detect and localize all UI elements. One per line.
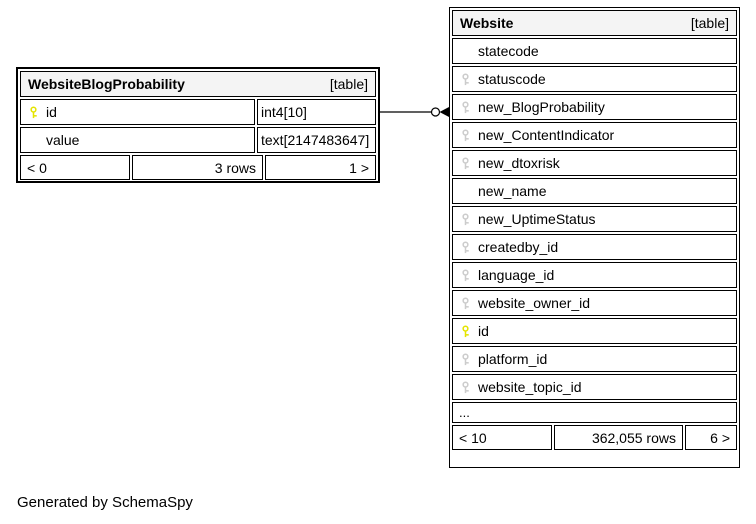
column-name-cell: website_topic_id	[452, 374, 737, 400]
footer-parents-count: 6 >	[685, 425, 737, 450]
footer-row-count: 362,055 rows	[554, 425, 683, 450]
column-name: language_id	[478, 267, 555, 283]
column-name: id	[478, 323, 489, 339]
column-row: platform_id	[452, 346, 737, 372]
column-name: new_name	[478, 183, 547, 199]
column-row: website_topic_id	[452, 374, 737, 400]
crow-foot-arrow-marker	[439, 107, 449, 117]
table-type-badge: [table]	[329, 76, 368, 92]
more-columns-ellipsis: ...	[452, 402, 737, 423]
table-type-badge: [table]	[690, 15, 729, 31]
column-row: createdby_id	[452, 234, 737, 260]
column-name: createdby_id	[478, 239, 559, 255]
column-row: language_id	[452, 262, 737, 288]
table-box-website: Website [table] statecode statuscode new_B…	[449, 7, 740, 468]
primary-key-icon	[459, 325, 472, 338]
column-row: statuscode	[452, 66, 737, 92]
schemaspy-credit: Generated by SchemaSpy	[17, 494, 193, 511]
column-row: id int4[10]	[20, 99, 376, 125]
foreign-key-icon	[459, 101, 472, 114]
foreign-key-icon	[459, 353, 472, 366]
column-name: website_owner_id	[478, 295, 591, 311]
foreign-key-icon	[459, 157, 472, 170]
primary-key-icon	[27, 106, 40, 119]
column-row: statecode	[452, 38, 737, 64]
column-row: website_owner_id	[452, 290, 737, 316]
column-row: new_BlogProbability	[452, 94, 737, 120]
table-name-link[interactable]: WebsiteBlogProbability	[28, 76, 185, 92]
column-name: new_dtoxrisk	[478, 155, 560, 171]
column-name: platform_id	[478, 351, 548, 367]
column-name-cell: language_id	[452, 262, 737, 288]
ellipsis-row: ...	[452, 402, 737, 423]
column-name-cell: platform_id	[452, 346, 737, 372]
footer-children-count: < 0	[20, 155, 130, 180]
column-type: int4[10]	[257, 99, 376, 125]
column-name: website_topic_id	[478, 379, 582, 395]
column-name-cell: new_dtoxrisk	[452, 150, 737, 176]
foreign-key-icon	[459, 297, 472, 310]
footer-row-count: 3 rows	[132, 155, 263, 180]
column-row: id	[452, 318, 737, 344]
column-row: value text[2147483647]	[20, 127, 376, 153]
column-name: id	[46, 104, 57, 120]
column-name-cell: statecode	[452, 38, 737, 64]
column-name-cell: new_UptimeStatus	[452, 206, 737, 232]
column-row: new_ContentIndicator	[452, 122, 737, 148]
foreign-key-icon	[459, 129, 472, 142]
column-name: statecode	[478, 43, 539, 59]
column-name: new_BlogProbability	[478, 99, 605, 115]
column-type: text[2147483647]	[257, 127, 376, 153]
column-name: new_UptimeStatus	[478, 211, 596, 227]
foreign-key-icon	[459, 381, 472, 394]
column-row: new_dtoxrisk	[452, 150, 737, 176]
column-name-cell: new_name	[452, 178, 737, 204]
column-name: statuscode	[478, 71, 546, 87]
column-name: value	[46, 132, 80, 148]
column-name-cell: website_owner_id	[452, 290, 737, 316]
foreign-key-icon	[459, 213, 472, 226]
foreign-key-icon	[459, 241, 472, 254]
column-name-cell: createdby_id	[452, 234, 737, 260]
table-name-link[interactable]: Website	[460, 15, 514, 31]
foreign-key-icon	[459, 73, 472, 86]
table-box-websiteblogprobability: WebsiteBlogProbability [table] id int4[10…	[16, 67, 380, 183]
column-name: new_ContentIndicator	[478, 127, 615, 143]
relationship-connector	[380, 107, 449, 117]
column-name-cell: new_ContentIndicator	[452, 122, 737, 148]
table-header: Website [table]	[452, 10, 737, 36]
column-row: new_UptimeStatus	[452, 206, 737, 232]
column-name-cell: id	[20, 99, 255, 125]
foreign-key-icon	[459, 269, 472, 282]
column-rows: id int4[10] value text[2147483647]	[20, 99, 376, 153]
footer-parents-count: 1 >	[265, 155, 376, 180]
column-row: new_name	[452, 178, 737, 204]
column-name-cell: value	[20, 127, 255, 153]
footer-children-count: < 10	[452, 425, 552, 450]
table-footer: < 0 3 rows 1 >	[20, 155, 376, 180]
column-name-cell: new_BlogProbability	[452, 94, 737, 120]
column-name-cell: id	[452, 318, 737, 344]
zero-or-one-circle-marker	[430, 107, 441, 117]
column-name-cell: statuscode	[452, 66, 737, 92]
table-header: WebsiteBlogProbability [table]	[20, 71, 376, 97]
table-footer: < 10 362,055 rows 6 >	[452, 425, 737, 450]
